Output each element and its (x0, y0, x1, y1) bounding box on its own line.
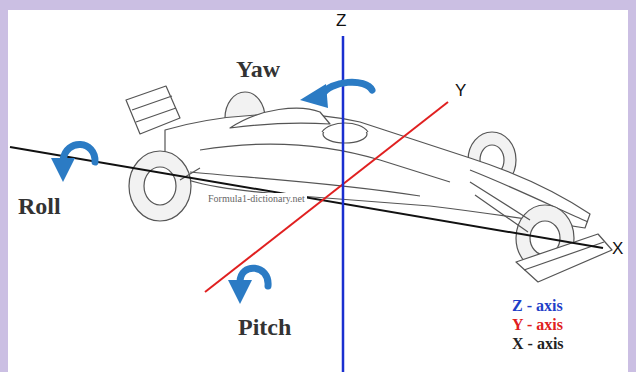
x-axis-line (10, 147, 603, 248)
axis-key: Z - axis (512, 297, 563, 315)
axis-letter: Z (336, 12, 346, 31)
axis-key: X - axis (512, 335, 564, 353)
motion-label: Pitch (238, 314, 291, 340)
roll-arrow (51, 144, 95, 182)
motion-label: Yaw (236, 56, 280, 82)
motion-label: Roll (18, 193, 61, 219)
watermark: Formula1-dictionary.net (206, 193, 307, 204)
pitch-arrow (228, 268, 268, 304)
axis-key: Y - axis (512, 316, 563, 334)
y-axis-line (205, 102, 448, 292)
yaw-arrow (300, 82, 372, 108)
axis-letter: Y (455, 82, 466, 101)
axis-letter: X (612, 240, 623, 259)
